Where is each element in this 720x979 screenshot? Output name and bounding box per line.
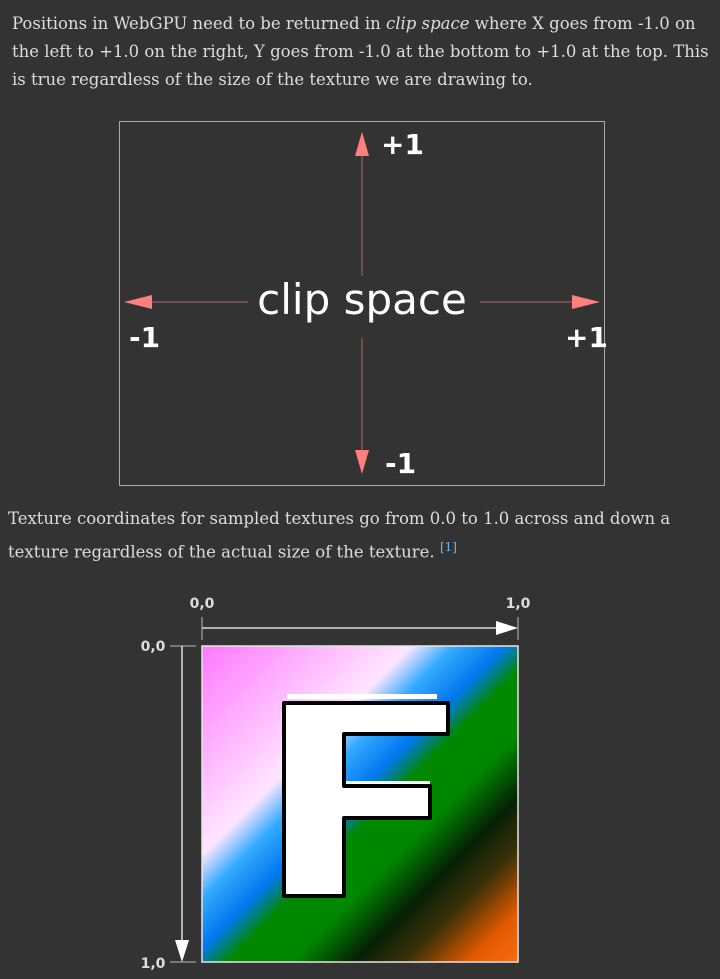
footnote-link[interactable]: [1]	[439, 540, 457, 554]
p2-text: Texture coordinates for sampled textures…	[8, 509, 671, 562]
top-axis-arrow	[496, 621, 518, 635]
f-letter-shape	[282, 701, 450, 898]
y-axis-down-arrow	[355, 450, 369, 474]
y-plus-one-label: +1	[381, 128, 424, 161]
x-axis-right-arrow	[572, 295, 600, 309]
p1-text-start: Positions in WebGPU need to be returned …	[12, 14, 387, 33]
texture-coordinates-paragraph: Texture coordinates for sampled textures…	[8, 505, 712, 567]
clip-space-paragraph: Positions in WebGPU need to be returned …	[12, 10, 712, 94]
x-minus-one-label: -1	[129, 321, 160, 354]
clip-space-diagram: clip space +1 -1 -1 +1	[119, 121, 608, 486]
y-axis-up-arrow	[355, 132, 369, 156]
top-left-coord-label: 0,0	[190, 596, 215, 612]
clip-space-frame	[119, 121, 605, 486]
f-letter-highlight-top	[287, 694, 437, 699]
left-bottom-coord-label: 1,0	[141, 956, 166, 972]
texture-coordinates-diagram: 0,0 1,0 0,0 1,0 F	[141, 596, 531, 972]
y-minus-one-label: -1	[385, 447, 416, 480]
top-right-coord-label: 1,0	[506, 596, 531, 612]
clip-space-label: clip space	[257, 275, 467, 324]
p1-text-end: where X goes from -1.0 on the left to +1…	[12, 14, 709, 89]
f-letter-highlight-mid	[340, 781, 430, 785]
x-plus-one-label: +1	[565, 321, 608, 354]
left-top-coord-label: 0,0	[141, 639, 166, 655]
clip-space-term: clip space	[386, 14, 470, 33]
left-axis-arrow	[175, 940, 189, 962]
x-axis-left-arrow	[124, 295, 152, 309]
